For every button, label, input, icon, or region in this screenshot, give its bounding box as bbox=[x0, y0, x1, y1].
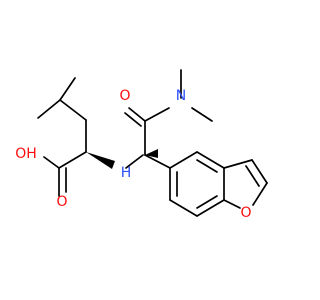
double-bond bbox=[128, 107, 146, 122]
bond bbox=[223, 159, 253, 169]
bond bbox=[58, 151, 87, 169]
molecule-structure: OH O H N O O bbox=[15, 69, 268, 221]
bond bbox=[251, 159, 268, 184]
aromatic-bond bbox=[169, 151, 198, 169]
bond bbox=[144, 154, 171, 169]
bond bbox=[144, 107, 170, 122]
bond bbox=[125, 154, 144, 169]
bond bbox=[223, 199, 241, 209]
bond bbox=[59, 77, 76, 101]
aromatic-inner bbox=[196, 159, 218, 173]
atom-o-furan: O bbox=[240, 205, 251, 221]
aromatic-bond bbox=[169, 199, 198, 217]
bond bbox=[191, 107, 213, 122]
bond bbox=[37, 99, 61, 119]
atom-n-amide: N bbox=[176, 88, 186, 104]
atom-oh: OH bbox=[15, 146, 37, 162]
atom-o-amide: O bbox=[119, 88, 130, 104]
atom-o-carbonyl: O bbox=[56, 194, 67, 210]
bond bbox=[43, 156, 60, 169]
wedge-bond bbox=[86, 152, 115, 169]
bond bbox=[252, 182, 268, 206]
atom-nh: H bbox=[121, 165, 132, 181]
double-bond bbox=[245, 165, 260, 187]
aromatic-bond bbox=[196, 199, 225, 217]
bond bbox=[59, 99, 87, 121]
aromatic-inner bbox=[196, 195, 218, 209]
aromatic-bond bbox=[196, 151, 225, 169]
double-bond bbox=[124, 112, 142, 127]
